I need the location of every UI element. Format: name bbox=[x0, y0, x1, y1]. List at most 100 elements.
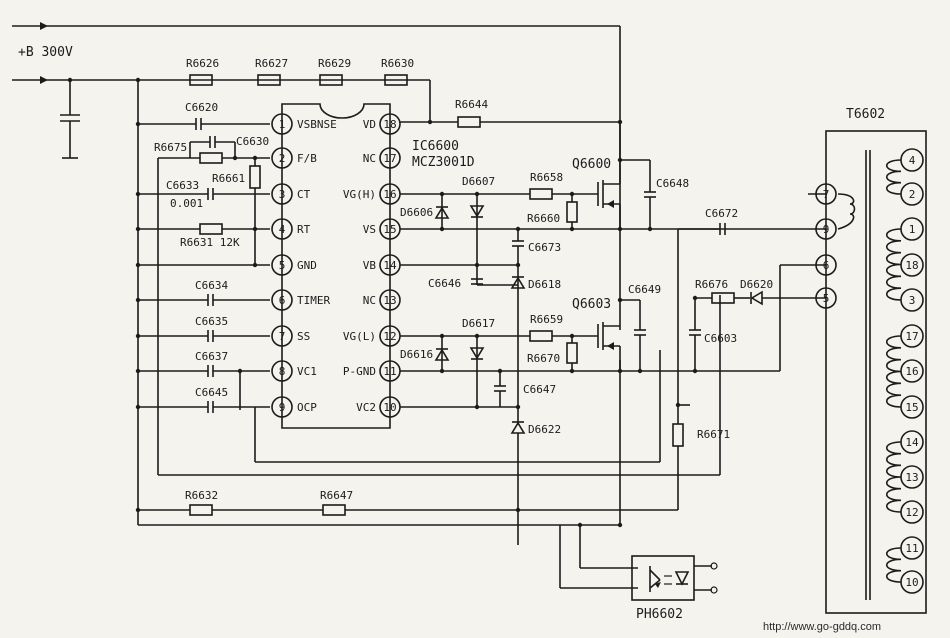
pin-18-circle bbox=[379, 113, 401, 135]
label-c6645: C6645 bbox=[195, 386, 228, 399]
label-c6647: C6647 bbox=[523, 383, 556, 396]
pin-3-number: 3 bbox=[279, 188, 286, 201]
pin-13-circle bbox=[379, 289, 401, 311]
pin-10-number: 10 bbox=[383, 401, 396, 414]
pin-8-name: VC1 bbox=[297, 365, 317, 378]
left-side-components bbox=[135, 118, 721, 526]
label-r6675: R6675 bbox=[154, 141, 187, 154]
label-r6671: R6671 bbox=[697, 428, 730, 441]
pin-2-number: 2 bbox=[279, 152, 286, 165]
pin-3-name: CT bbox=[297, 188, 311, 201]
pin-17-circle bbox=[379, 147, 401, 169]
label-d6622: D6622 bbox=[528, 423, 561, 436]
pin-4-number: 4 bbox=[279, 223, 286, 236]
transformer-pin-16-label: 16 bbox=[905, 365, 918, 378]
label-r6644: R6644 bbox=[455, 98, 488, 111]
label-t6602: T6602 bbox=[846, 107, 885, 122]
pin-11-number: 11 bbox=[383, 365, 396, 378]
pin-6-circle bbox=[271, 289, 293, 311]
ic-part: MCZ3001D bbox=[412, 155, 475, 170]
label-d6607: D6607 bbox=[462, 175, 495, 188]
pin-16-number: 16 bbox=[383, 188, 396, 201]
pin-9-circle bbox=[271, 396, 293, 418]
watermark-url: http://www.go-gddq.com bbox=[763, 621, 881, 633]
transformer-pin-17-label: 17 bbox=[905, 330, 918, 343]
label-r6630: R6630 bbox=[381, 57, 414, 70]
pin-9-name: OCP bbox=[297, 401, 317, 414]
label-c6672: C6672 bbox=[705, 207, 738, 220]
pin-13-number: 13 bbox=[383, 294, 396, 307]
transformer-pin-6-label: 6 bbox=[823, 259, 830, 272]
transformer-pin-13-label: 13 bbox=[905, 471, 918, 484]
pin-5-number: 5 bbox=[279, 259, 286, 272]
pin-15-number: 15 bbox=[383, 223, 396, 236]
label-c6649: C6649 bbox=[628, 283, 661, 296]
label-c6646: C6646 bbox=[428, 277, 461, 290]
labels: +B 300V R6626 R6627 R6629 R6630 R6644 C6… bbox=[18, 45, 885, 633]
transformer-pin-9-label: 9 bbox=[823, 223, 830, 236]
label-d6618: D6618 bbox=[528, 278, 561, 291]
pin-10-name: VC2 bbox=[356, 401, 376, 414]
label-c6633: C6633 bbox=[166, 179, 199, 192]
ic-name: IC6600 bbox=[412, 139, 459, 154]
transformer-pin-1-label: 1 bbox=[909, 223, 916, 236]
label-d6620: D6620 bbox=[740, 278, 773, 291]
pin-7-circle bbox=[271, 325, 293, 347]
label-c6633-value: 0.001 bbox=[170, 197, 203, 210]
label-q6603: Q6603 bbox=[572, 297, 611, 312]
transformer-pin-7-label: 7 bbox=[823, 188, 830, 201]
pin-8-circle bbox=[271, 360, 293, 382]
label-r6660: R6660 bbox=[527, 212, 560, 225]
label-c6634: C6634 bbox=[195, 279, 228, 292]
top-resistor-chain bbox=[189, 74, 408, 86]
pin-4-name: RT bbox=[297, 223, 311, 236]
pin-16-name: VG(H) bbox=[343, 188, 376, 201]
pin-5-name: GND bbox=[297, 259, 317, 272]
transformer-pin-15-label: 15 bbox=[905, 401, 918, 414]
pin-7-name: SS bbox=[297, 330, 310, 343]
label-r6658: R6658 bbox=[530, 171, 563, 184]
label-r6659: R6659 bbox=[530, 313, 563, 326]
pin-1-number: 1 bbox=[279, 118, 286, 131]
label-c6648: C6648 bbox=[656, 177, 689, 190]
transformer-t6602 bbox=[825, 130, 927, 614]
pin-2-name: F/B bbox=[297, 152, 317, 165]
label-r6629: R6629 bbox=[318, 57, 351, 70]
label-c6635: C6635 bbox=[195, 315, 228, 328]
label-ph6602: PH6602 bbox=[636, 607, 683, 622]
pin-17-name: NC bbox=[363, 152, 376, 165]
pin-17-number: 17 bbox=[383, 152, 396, 165]
label-r6631: R6631 12K bbox=[180, 236, 240, 249]
pin-8-number: 8 bbox=[279, 365, 286, 378]
transformer-pin-9 bbox=[815, 218, 837, 240]
supply-rails bbox=[12, 22, 621, 525]
pin-2-circle bbox=[271, 147, 293, 169]
label-r6676: R6676 bbox=[695, 278, 728, 291]
label-c6620: C6620 bbox=[185, 101, 218, 114]
transformer-pin-7 bbox=[815, 183, 837, 205]
pin-1-circle bbox=[271, 113, 293, 135]
label-q6600: Q6600 bbox=[572, 157, 611, 172]
transformer-pin-3-label: 3 bbox=[909, 294, 916, 307]
transformer-pin-2-label: 2 bbox=[909, 188, 916, 201]
transformer-pin-10-label: 10 bbox=[905, 576, 918, 589]
label-r6647: R6647 bbox=[320, 489, 353, 502]
pin-7-number: 7 bbox=[279, 330, 286, 343]
transformer-pin-12-label: 12 bbox=[905, 506, 918, 519]
pin-6-number: 6 bbox=[279, 294, 286, 307]
transformer-pin-18-label: 18 bbox=[905, 259, 918, 272]
transformer-pin-6 bbox=[815, 254, 837, 276]
pin-5-circle bbox=[271, 254, 293, 276]
label-c6673: C6673 bbox=[528, 241, 561, 254]
transformer-pin-4-label: 4 bbox=[909, 154, 916, 167]
pin-11-name: P-GND bbox=[343, 365, 376, 378]
transformer-pin-5 bbox=[815, 287, 837, 309]
label-r6626: R6626 bbox=[186, 57, 219, 70]
transformer-pin-11-label: 11 bbox=[905, 542, 918, 555]
optocoupler-ph6602 bbox=[631, 555, 718, 601]
pin-14-number: 14 bbox=[383, 259, 397, 272]
pin-18-name: VD bbox=[363, 118, 376, 131]
